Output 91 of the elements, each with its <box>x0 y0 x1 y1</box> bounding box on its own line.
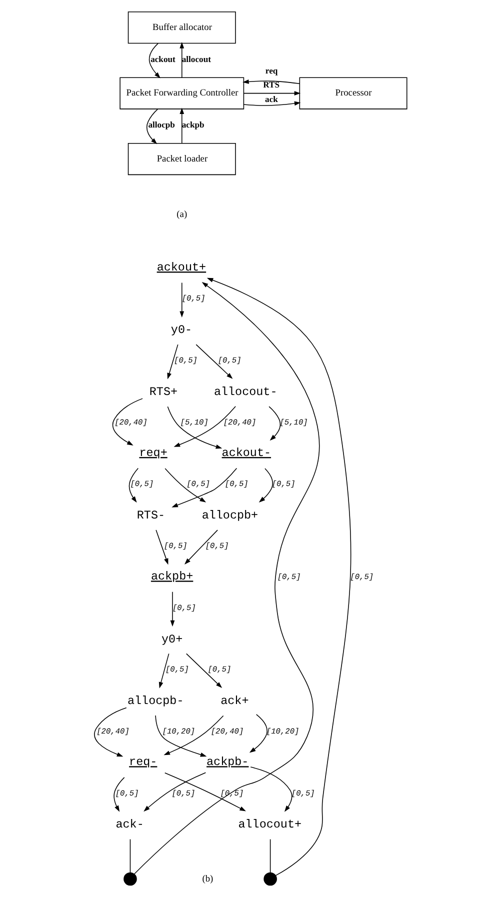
node-text: y0+ <box>161 632 182 646</box>
arrow <box>148 43 160 78</box>
arrow <box>248 714 267 753</box>
edge-label: [0,5] <box>271 480 295 490</box>
arrow <box>185 653 222 688</box>
edge-label: ack <box>264 94 278 104</box>
edge-label: RTS <box>262 80 279 90</box>
arrow <box>179 42 184 78</box>
node-text: ackout+ <box>156 260 206 275</box>
node-text: allocout- <box>213 384 277 399</box>
node-circle <box>263 872 276 886</box>
node-text: req- <box>128 755 157 770</box>
arrow <box>258 468 273 502</box>
node-text: ackpb+ <box>150 570 193 584</box>
arrow <box>250 766 292 812</box>
arrow <box>143 772 206 812</box>
edge-label: [0,5] <box>174 356 198 366</box>
edge-label: ackout <box>150 54 175 64</box>
node-box: Packet loader <box>127 143 236 176</box>
edge-label: [0,5] <box>114 789 138 798</box>
arrow <box>268 406 280 441</box>
edge-label: [0,5] <box>224 480 248 490</box>
edge-label: [0,5] <box>350 572 374 582</box>
arrow <box>155 530 168 565</box>
arrow <box>146 108 158 144</box>
edge-label: [0,5] <box>171 789 195 798</box>
edge-label: [0,5] <box>181 294 205 304</box>
edge-label: [20,40] <box>210 727 244 736</box>
edge-label: [5,10] <box>279 418 308 428</box>
edge-label: allocpb <box>148 120 174 130</box>
edge-label: [0,5] <box>217 356 241 366</box>
arrow <box>94 707 126 757</box>
arrow <box>195 344 232 379</box>
edge-label: [20,40] <box>96 727 129 736</box>
arrow <box>184 530 218 564</box>
arrow <box>173 406 236 447</box>
node-text: allocpb+ <box>201 508 258 523</box>
connector <box>129 838 130 873</box>
arrow <box>166 344 178 380</box>
arrow <box>128 468 138 503</box>
arrow <box>164 468 206 502</box>
node-box: Processor <box>298 77 407 110</box>
arrow <box>242 91 300 96</box>
edge-label: [0,5] <box>204 542 228 551</box>
arrow <box>170 591 174 627</box>
node-text: req+ <box>138 446 167 460</box>
edge-label: [0,5] <box>207 666 231 675</box>
arrow <box>179 282 184 318</box>
edge-label: [0,5] <box>186 480 210 490</box>
node-text: ack+ <box>220 694 248 708</box>
node-text: allocpb- <box>126 694 184 708</box>
node-circle <box>123 872 136 886</box>
arrow <box>133 282 320 874</box>
edge-label: [0,5] <box>130 480 154 490</box>
node-text: ack- <box>115 818 144 832</box>
label: (b) <box>202 874 213 884</box>
edge-label: [0,5] <box>172 604 196 613</box>
arrow <box>158 653 169 688</box>
edge-label: [0,5] <box>163 542 187 551</box>
node-text: allocout+ <box>238 818 302 832</box>
arrow <box>164 772 246 812</box>
arrow <box>242 101 300 106</box>
node-box: Buffer allocator <box>127 12 236 44</box>
arrow <box>112 398 142 446</box>
edge-label: [0,5] <box>164 666 188 675</box>
edge-label: req <box>264 66 278 76</box>
edge-label: [5,10] <box>180 418 208 428</box>
arrow <box>171 468 237 508</box>
arrow <box>242 80 300 84</box>
node-text: RTS+ <box>148 384 178 399</box>
node-box: Packet Forwarding Controller <box>119 77 244 110</box>
arrow <box>179 108 184 144</box>
edge-label: [10,20] <box>162 727 195 736</box>
node-text: ackpb- <box>206 755 248 770</box>
connector <box>269 838 270 873</box>
edge-label: [10,20] <box>266 727 299 736</box>
label: (a) <box>176 210 187 220</box>
edge-label: [20,40] <box>222 418 256 428</box>
edge-label: ackpb <box>181 120 204 130</box>
node-text: RTS- <box>136 508 165 523</box>
edge-label: [0,5] <box>276 572 300 582</box>
arrow <box>163 715 224 756</box>
node-text: ackout- <box>221 446 271 460</box>
edge-label: [0,5] <box>290 789 314 798</box>
edge-label: [20,40] <box>114 418 147 428</box>
arrow <box>154 715 206 757</box>
arrow <box>166 406 222 449</box>
edge-label: allocout <box>181 54 211 64</box>
node-text: y0- <box>170 323 192 338</box>
arrow <box>113 777 124 812</box>
arrow <box>206 278 351 876</box>
